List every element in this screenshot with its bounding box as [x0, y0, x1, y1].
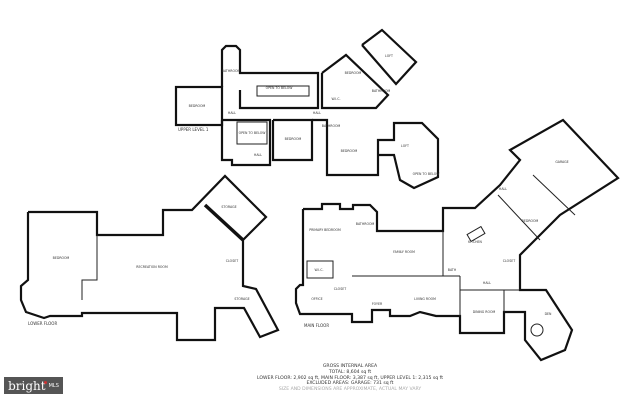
lower-floor-labels: LOWER FLOOR BEDROOM RECREATION ROOM STOR… — [28, 205, 250, 326]
summary-total: TOTAL: 8,604 sq ft — [328, 369, 372, 375]
room-label: LIVING ROOM — [414, 297, 436, 301]
room-label: W.I.C. — [332, 97, 341, 101]
floor-label: MAIN FLOOR — [304, 323, 329, 328]
floor-label: LOWER FLOOR — [28, 321, 57, 326]
room-label: BATH — [448, 268, 457, 272]
room-label: CLOSET — [334, 287, 346, 291]
logo-dot-icon — [43, 380, 47, 384]
summary-note: SIZE AND DIMENSIONS ARE APPROXIMATE, ACT… — [278, 387, 422, 393]
room-label: BATHROOM — [372, 89, 391, 93]
room-label: HALL — [313, 111, 321, 115]
summary-excluded: EXCLUDED AREAS: GARAGE: 731 sq ft — [306, 381, 394, 387]
room-label: HALL — [228, 111, 236, 115]
summary-title: GROSS INTERNAL AREA — [322, 364, 378, 369]
room-label: OPEN TO BELOW — [239, 131, 267, 135]
floor-label: UPPER LEVEL 1 — [178, 127, 209, 132]
room-label: BEDROOM — [285, 137, 302, 141]
room-label: FAMILY ROOM — [393, 250, 415, 254]
logo-suffix: MLS — [48, 382, 59, 389]
room-label: BEDROOM — [522, 219, 539, 223]
room-label: LOFT — [385, 54, 393, 58]
room-label: PRIMARY BEDROOM — [309, 228, 341, 232]
area-summary: GROSS INTERNAL AREA TOTAL: 8,604 sq ft L… — [240, 364, 460, 393]
room-label: OPEN TO BELOW — [413, 172, 441, 176]
room-label: STORAGE — [234, 297, 249, 301]
room-label: OFFICE — [311, 297, 322, 301]
room-label: FOYER — [372, 302, 383, 306]
room-label: CLOSET — [503, 259, 515, 263]
room-label: HALL — [254, 153, 262, 157]
room-label: STORAGE — [221, 205, 236, 209]
main-floor-plan — [294, 118, 620, 362]
room-label: BEDROOM — [53, 256, 70, 260]
room-label: W.I.C. — [315, 268, 324, 272]
room-label: KITCHEN — [468, 240, 482, 244]
room-label: BEDROOM — [345, 71, 362, 75]
room-label: BATHROOM — [222, 69, 241, 73]
room-label: HALL — [483, 281, 491, 285]
lower-floor-plan — [19, 174, 280, 342]
room-label: BEDROOM — [189, 104, 206, 108]
room-label: BATHROOM — [322, 124, 341, 128]
room-label: DINING ROOM — [473, 310, 496, 314]
room-label: RECREATION ROOM — [136, 265, 168, 269]
room-label: DEN — [545, 312, 552, 316]
logo-text: bright — [8, 378, 46, 393]
upper-level-labels: UPPER LEVEL 1 BEDROOM BATHROOM OPEN TO B… — [178, 54, 440, 176]
main-floor-labels: MAIN FLOOR PRIMARY BEDROOM BATHROOM W.I.… — [304, 160, 569, 328]
room-label: BEDROOM — [341, 149, 358, 153]
room-label: CLOSET — [226, 259, 238, 263]
room-label: HALL — [499, 187, 507, 191]
room-label: GARAGE — [555, 160, 568, 164]
upper-level-plan — [174, 28, 440, 190]
room-label: BATHROOM — [356, 222, 375, 226]
room-label: LOFT — [401, 144, 409, 148]
summary-breakdown: LOWER FLOOR: 2,902 sq ft, MAIN FLOOR: 3,… — [256, 375, 444, 381]
room-label: OPEN TO BELOW — [266, 86, 294, 90]
